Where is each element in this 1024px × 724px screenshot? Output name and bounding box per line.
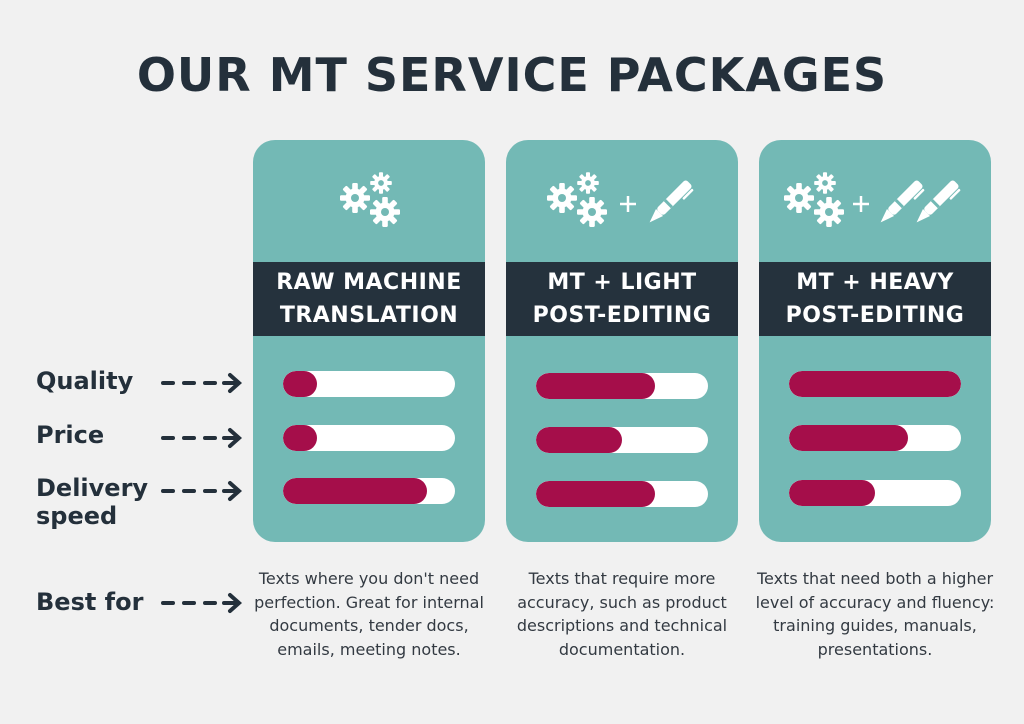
- best-for-heavy-pe: Texts that need both a higher level of a…: [755, 569, 995, 659]
- package-name: MT + HEAVY POST-EDITING: [759, 262, 991, 336]
- quality-bar: [283, 371, 455, 397]
- package-name: RAW MACHINE TRANSLATION: [253, 262, 485, 336]
- package-name-line2: POST-EDITING: [532, 303, 712, 328]
- package-name-line2: TRANSLATION: [279, 303, 459, 328]
- quality-bar-fill: [536, 373, 655, 399]
- page-title: OUR MT SERVICE PACKAGES: [136, 48, 888, 102]
- quality-bar-fill: [283, 371, 318, 397]
- dashed-arrow-icon: [161, 428, 243, 448]
- plus-icon: [620, 196, 636, 212]
- gears-plus-pen-icon: [506, 170, 738, 250]
- row-label-delivery-speed: Delivery speed: [36, 474, 148, 530]
- row-label-delivery-line1: Delivery: [36, 474, 149, 502]
- quality-bar: [789, 371, 961, 397]
- price-bar: [789, 425, 961, 451]
- package-name-line1: MT + LIGHT: [547, 270, 697, 295]
- delivery-speed-bar: [789, 480, 961, 506]
- row-label-best-for: Best for: [36, 588, 144, 616]
- package-card-light-pe: MT + LIGHT POST-EDITING: [506, 140, 738, 542]
- price-bar: [536, 427, 708, 453]
- package-card-raw-mt: RAW MACHINE TRANSLATION: [253, 140, 485, 542]
- package-name-line1: RAW MACHINE: [276, 270, 462, 295]
- quality-bar: [536, 373, 708, 399]
- price-bar-fill: [536, 427, 622, 453]
- package-name-line1: MT + HEAVY: [796, 270, 954, 295]
- delivery-speed-bar-fill: [283, 478, 428, 504]
- row-label-quality: Quality: [36, 367, 134, 395]
- dashed-arrow-icon: [161, 373, 243, 393]
- delivery-speed-bar: [536, 481, 708, 507]
- package-name: MT + LIGHT POST-EDITING: [506, 262, 738, 336]
- gears-plus-two-pens-icon: [759, 170, 991, 250]
- delivery-speed-bar-fill: [789, 480, 875, 506]
- package-name-line2: POST-EDITING: [785, 303, 965, 328]
- dashed-arrow-icon: [161, 481, 243, 501]
- delivery-speed-bar-fill: [536, 481, 655, 507]
- package-card-heavy-pe: MT + HEAVY POST-EDITING: [759, 140, 991, 542]
- row-label-price: Price: [36, 421, 105, 449]
- price-bar-fill: [283, 425, 318, 451]
- plus-icon: [853, 196, 869, 212]
- row-label-delivery-line2: speed: [36, 502, 118, 530]
- price-bar: [283, 425, 455, 451]
- best-for-light-pe: Texts that require more accuracy, such a…: [516, 569, 728, 659]
- quality-bar-fill: [789, 371, 961, 397]
- gears-icon: [253, 170, 485, 250]
- dashed-arrow-icon: [161, 593, 243, 613]
- price-bar-fill: [789, 425, 908, 451]
- delivery-speed-bar: [283, 478, 455, 504]
- best-for-raw-mt: Texts where you don't need perfection. G…: [254, 569, 484, 659]
